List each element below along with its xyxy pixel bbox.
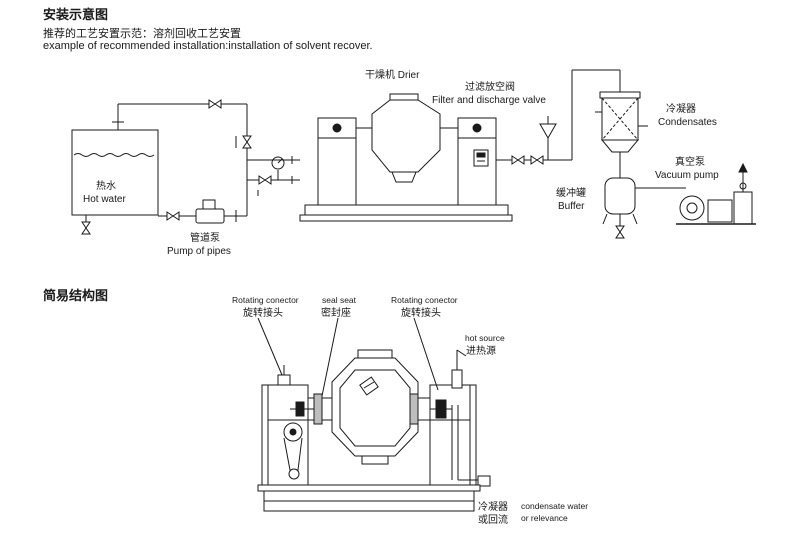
filter-label-cn: 过滤放空阀 (465, 82, 515, 93)
condensate-label-cn-2: 或回流 (478, 515, 508, 526)
left-shaft-seal (290, 393, 333, 425)
rot-right-label-cn: 旋转接头 (401, 308, 441, 319)
pump-label-cn: 管道泵 (190, 233, 220, 244)
double-cone-vessel (331, 349, 419, 465)
structure-leader-lines (257, 317, 467, 397)
vacuum-label-cn: 真空泵 (675, 157, 705, 168)
hot-water-supply-line (117, 99, 300, 216)
pipe-pump (158, 199, 247, 224)
drier-machine (299, 93, 513, 222)
section-title-structure: 简易结构图 (43, 288, 109, 303)
hot-water-tank (71, 112, 159, 235)
buffer-label-en: Buffer (558, 201, 585, 212)
structure-left-frame (261, 365, 309, 486)
seal-label-cn: 密封座 (321, 308, 351, 319)
rot-left-label-cn: 旋转接头 (243, 308, 283, 319)
hotwater-label-cn: 热水 (96, 181, 116, 192)
rot-left-label-en: Rotating conector (232, 295, 299, 305)
hotwater-label-en: Hot water (83, 194, 126, 205)
section-title-installation: 安装示意图 (43, 7, 109, 22)
subtitle-cn: 推荐的工艺安置示范：溶剂回收工艺安置 (43, 28, 241, 40)
condensate-label-en-2: or relevance (521, 513, 568, 523)
filter-discharge-valve-line (506, 69, 621, 165)
buffer-label-cn: 缓冲罐 (556, 188, 586, 199)
drier-label: 干燥机 Drier (365, 70, 420, 81)
filter-label-en: Filter and discharge valve (432, 95, 546, 106)
vacuum-pump (676, 162, 756, 225)
condenser (595, 91, 648, 178)
pump-label-en: Pump of pipes (167, 246, 231, 257)
hot-source-label-cn: 进热源 (466, 346, 496, 357)
hot-source-label-en: hot source (465, 333, 505, 343)
condensate-label-cn-1: 冷凝器 (478, 502, 508, 513)
condensate-label-en-1: condensate water (521, 501, 589, 511)
condenser-label-en: Condensates (658, 117, 717, 128)
right-shaft-seal (409, 393, 452, 425)
structure-base (257, 484, 481, 512)
vacuum-label-en: Vacuum pump (655, 170, 719, 181)
subtitle-en: example of recommended installation:inst… (43, 40, 373, 52)
condenser-label-cn: 冷凝器 (666, 104, 696, 115)
buffer-tank (602, 177, 686, 239)
seal-label-en: seal seat (322, 295, 357, 305)
rot-right-label-en: Rotating conector (391, 295, 458, 305)
